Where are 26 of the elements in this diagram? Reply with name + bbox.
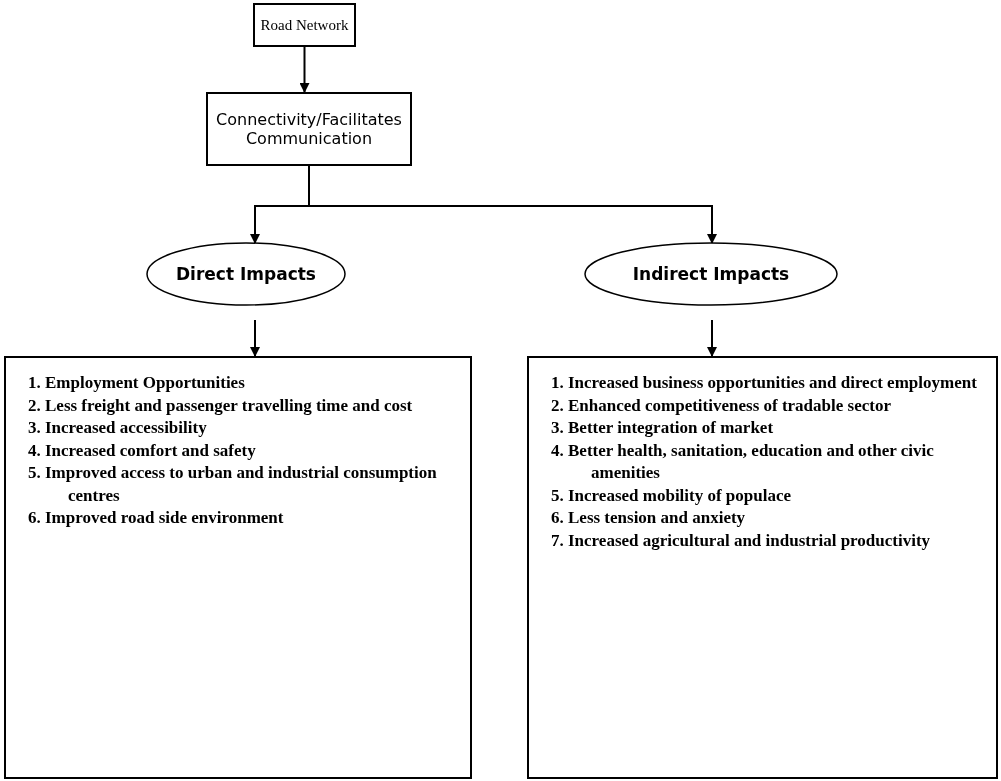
- list-item: 1. Employment Opportunities: [28, 372, 246, 394]
- list-box: [4, 356, 472, 779]
- arrow: [707, 319, 717, 357]
- ellipse-node: [146, 242, 346, 306]
- process-box: [206, 92, 412, 166]
- list-item: 4. Better health, sanitation, education and other civic amenities: [551, 439, 935, 484]
- arrow: [299, 46, 310, 93]
- list-box: [527, 356, 998, 779]
- list-item: 7. Increased agricultural and industrial productivity: [551, 529, 932, 552]
- list-item: 5. Increased mobility of populace: [551, 484, 793, 507]
- list-item: 5. Improved access to urban and industrial consumption centres: [28, 462, 438, 507]
- list-item: 3. Better integration of market: [551, 417, 775, 439]
- arrow: [250, 319, 260, 357]
- list-item: 2. Less freight and passenger travelling time and cost: [28, 394, 414, 417]
- node-label: Indirect Impacts: [632, 264, 790, 284]
- process-box: [253, 3, 356, 47]
- list-item: 1. Increased business opportunities and direct employment: [551, 372, 978, 394]
- node-label: Road Network: [260, 16, 349, 34]
- node-label: Direct Impacts: [176, 264, 316, 284]
- list-item: 6. Less tension and anxiety: [551, 507, 747, 529]
- list-item: 4. Increased comfort and safety: [28, 439, 257, 462]
- list-item: 6. Improved road side environment: [28, 507, 285, 529]
- list-item: 3. Increased accessibility: [28, 417, 208, 439]
- list-item: 2. Enhanced competitiveness of tradable sector: [551, 394, 892, 417]
- ellipse-node: [584, 242, 838, 306]
- node-label: Connectivity/Facilitates Communication: [215, 110, 403, 148]
